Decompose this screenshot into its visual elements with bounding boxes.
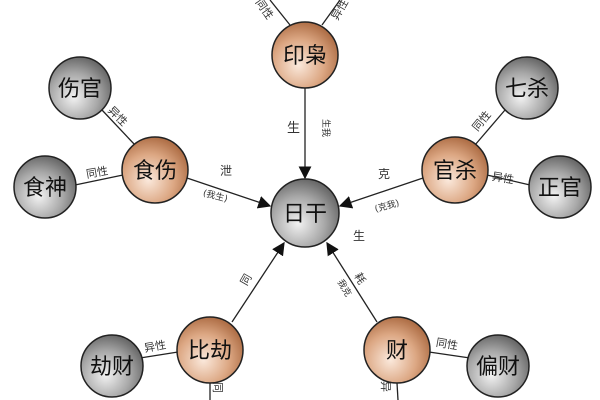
line-yinxiao-top-right [321,0,341,26]
label-shi-sub: (我生) [202,187,229,205]
label-shangguan: 异性 [105,103,130,128]
label-yin-main: 生 [287,121,300,136]
svg-text:官杀: 官杀 [433,159,477,184]
svg-text:伤官: 伤官 [58,77,102,102]
svg-text:印枭: 印枭 [283,44,327,69]
node-center: 日干 [270,178,340,248]
line-piancai [428,351,471,359]
node-cai: 财 [363,316,431,384]
label-cai-bottom: 异 [379,381,392,392]
line-zhengguan [486,174,531,186]
node-shangguan: 伤官 [48,56,112,120]
arrow-bijie-center [231,241,285,323]
connector-lines [74,0,531,400]
svg-text:比劫: 比劫 [188,339,232,364]
line-shangguan [101,109,136,146]
svg-text:七杀: 七杀 [505,77,549,102]
svg-text:日干: 日干 [283,202,327,227]
arrow-shishang-center [186,177,272,209]
line-jiecai [139,351,179,359]
node-shishang: 食伤 [121,136,189,204]
label-guan-sub: (克我) [374,198,401,215]
label-center-side: 生 [353,229,365,243]
label-jiecai: 异性 [143,337,167,355]
label-bi-main: 同 [238,272,255,288]
label-guan-main: 克 [378,167,390,181]
line-shishen [74,174,124,186]
node-bijie: 比劫 [176,316,244,384]
svg-text:正官: 正官 [538,176,582,201]
label-diff-top: 异性 [328,0,351,22]
label-qisha: 同性 [469,108,494,134]
node-jiecai: 劫财 [80,334,144,398]
node-piancai: 偏财 [466,334,530,398]
label-bi-bottom: 同 [211,382,224,393]
node-qisha: 七杀 [495,56,559,120]
node-yinxiao: 印枭 [271,21,339,89]
node-shishen: 食神 [13,155,77,219]
label-shi-main: 泄 [220,164,232,178]
line-cai-bottom [396,382,399,400]
svg-text:劫财: 劫财 [90,355,134,380]
node-zhengguan: 正官 [528,155,592,219]
line-yinxiao-top-left [269,0,291,26]
label-piancai: 同性 [435,335,459,353]
label-cai-main: 耗 [351,271,368,287]
line-qisha [474,109,506,146]
svg-text:食伤: 食伤 [133,159,177,184]
arrow-guansha-center [338,177,424,209]
label-yin-sub: 生我 [320,119,332,137]
label-zhengguan: 异性 [491,169,515,187]
node-guansha: 官杀 [421,136,489,204]
label-shishen: 同性 [85,163,109,181]
svg-text:财: 财 [386,339,408,364]
arrow-cai-center [326,241,378,323]
svg-text:偏财: 偏财 [476,355,520,380]
svg-text:食神: 食神 [23,176,67,201]
